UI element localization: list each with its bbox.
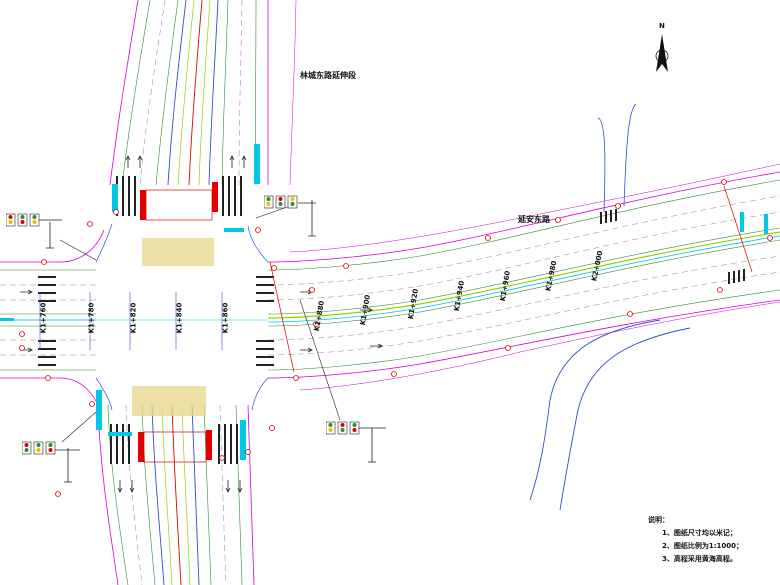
station-label: K1+760	[39, 302, 48, 334]
note-item: 3、高程采用黄海高程。	[662, 555, 737, 563]
signal-poles	[34, 200, 386, 483]
traffic-signal-icon	[263, 194, 298, 214]
station-ticks	[0, 292, 268, 350]
drawing-notes: 说明： 1、图纸尺寸均以米记； 2、图纸比例为1:1000； 3、高程采用黄海高…	[648, 514, 743, 566]
river	[529, 319, 691, 511]
road-name-north: 林城东路延伸段	[300, 71, 356, 80]
east-road	[267, 163, 780, 391]
north-mark: N	[659, 22, 665, 30]
lane-arrows	[20, 155, 383, 493]
north-arrow: N	[652, 22, 672, 74]
note-item: 2、图纸比例为1:1000；	[662, 542, 744, 550]
road-name-east: 延安东路	[518, 215, 550, 224]
station-label: K1+840	[175, 302, 184, 334]
crossing-line-east	[269, 261, 295, 373]
traffic-signal-icon	[21, 440, 56, 460]
notes-title: 说明：	[648, 516, 669, 524]
south-road	[97, 404, 255, 585]
intersection-core	[0, 144, 768, 464]
crossing-line-far-east	[723, 185, 753, 273]
station-label: K1+860	[221, 302, 230, 334]
station-label: K1+820	[129, 302, 138, 334]
note-item: 1、图纸尺寸均以米记；	[662, 529, 737, 537]
side-road-north	[597, 103, 637, 213]
markers	[19, 179, 773, 497]
station-label: K1+780	[87, 302, 96, 334]
traffic-signal-icon	[325, 420, 360, 440]
traffic-signal-icon	[5, 212, 40, 232]
north-road	[109, 0, 297, 186]
